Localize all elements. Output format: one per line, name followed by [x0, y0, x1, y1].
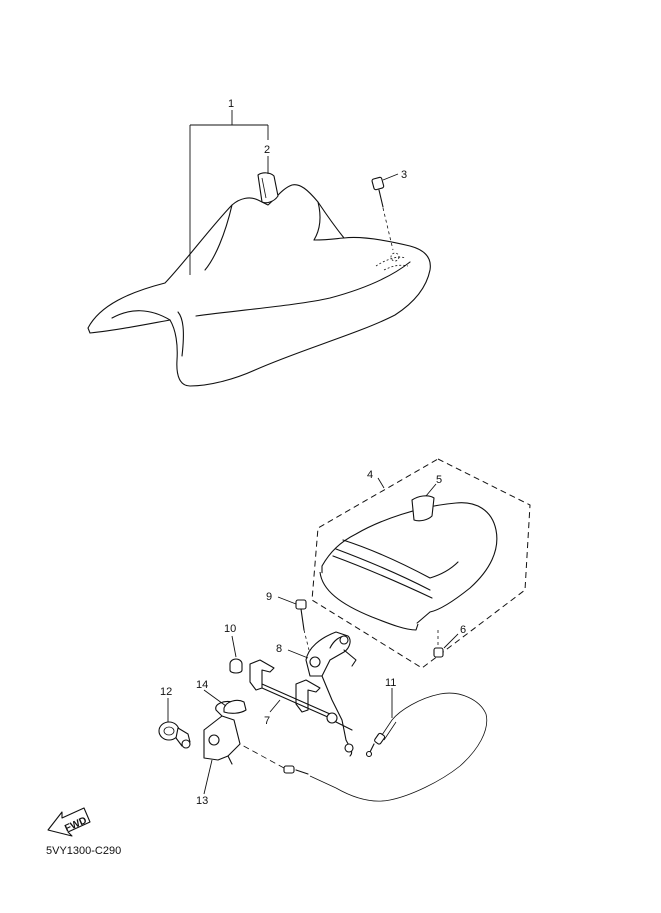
callout-1: 1: [228, 98, 234, 110]
callout-4: 4: [367, 469, 373, 481]
fwd-arrow-icon: FWD: [47, 807, 91, 837]
callout-leaders: [167, 110, 459, 795]
bolt-9: [295, 599, 310, 651]
passenger-seat-group: [311, 458, 531, 669]
callout-6: 6: [460, 624, 466, 636]
rider-seat: [87, 172, 431, 387]
callout-9: 9: [266, 591, 272, 603]
bolt-3: [371, 176, 394, 251]
passenger-seat-pad: [411, 495, 435, 522]
callout-11: 11: [385, 677, 396, 689]
seat-pad: [257, 172, 279, 204]
lock-cylinder-12: [158, 721, 191, 749]
callout-12: 12: [160, 686, 172, 698]
callout-2: 2: [264, 144, 270, 156]
clip-14: [223, 699, 247, 714]
cable-11: [239, 692, 488, 802]
collar-10: [229, 658, 243, 674]
callout-10: 10: [224, 623, 236, 635]
callout-14: 14: [196, 679, 208, 691]
lock-link-7: [249, 659, 354, 757]
callout-3: 3: [401, 169, 407, 181]
diagram-code: 5VY1300-C290: [46, 845, 122, 857]
bracket-8: [305, 631, 357, 677]
callout-7: 7: [264, 715, 270, 727]
callout-8: 8: [276, 643, 282, 655]
callout-labels: 1 2 3 4 5 6 7 8 9 10 11 12 13 14: [160, 98, 466, 807]
callout-5: 5: [436, 474, 442, 486]
callout-13: 13: [196, 795, 208, 807]
